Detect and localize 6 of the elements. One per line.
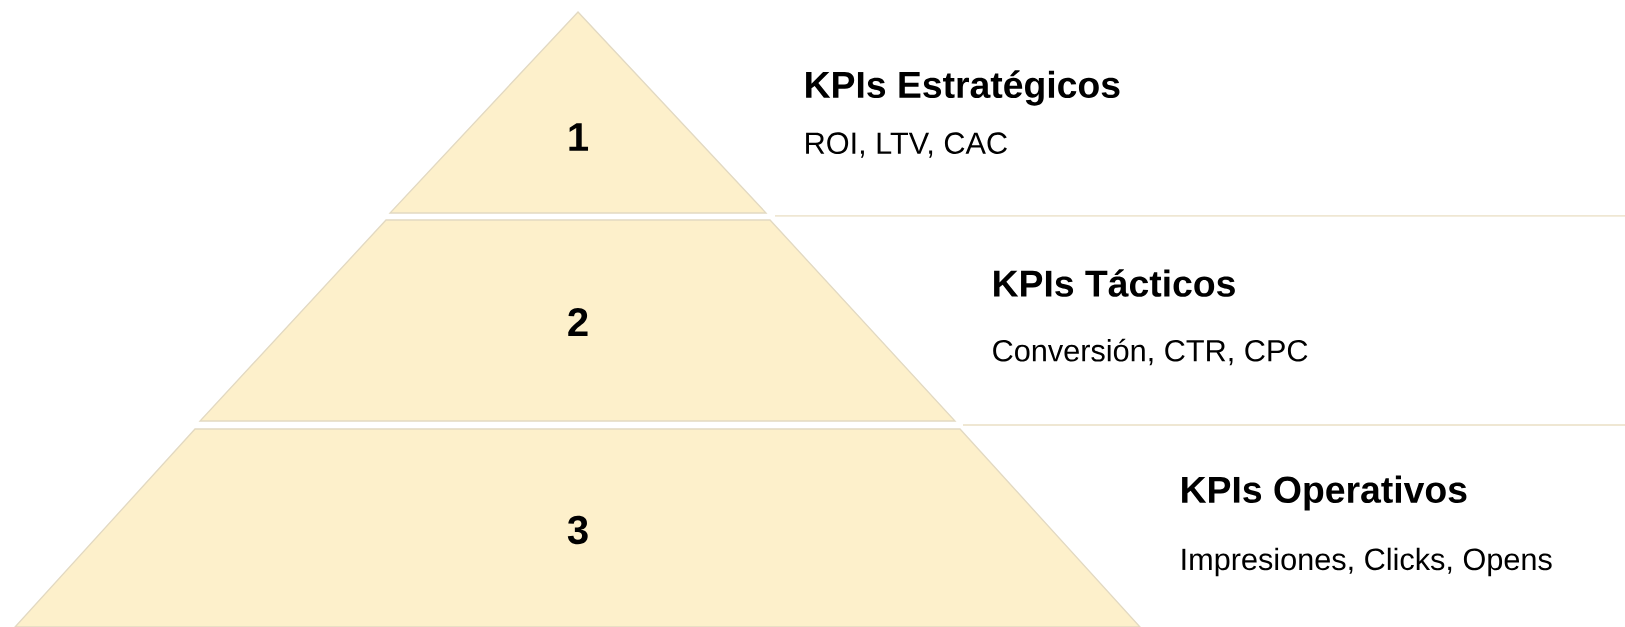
tier-heading: KPIs Tácticos	[994, 269, 1235, 297]
tier-heading: KPIs Estratégicos	[806, 70, 1120, 106]
tier-description: Impresiones, Clicks, Opens	[1182, 547, 1552, 577]
tier-heading: KPIs Operativos	[1182, 475, 1467, 511]
tier-description: Conversión, CTR, CPC	[993, 338, 1308, 366]
tier-description: ROI, LTV, CAC	[806, 132, 1007, 158]
